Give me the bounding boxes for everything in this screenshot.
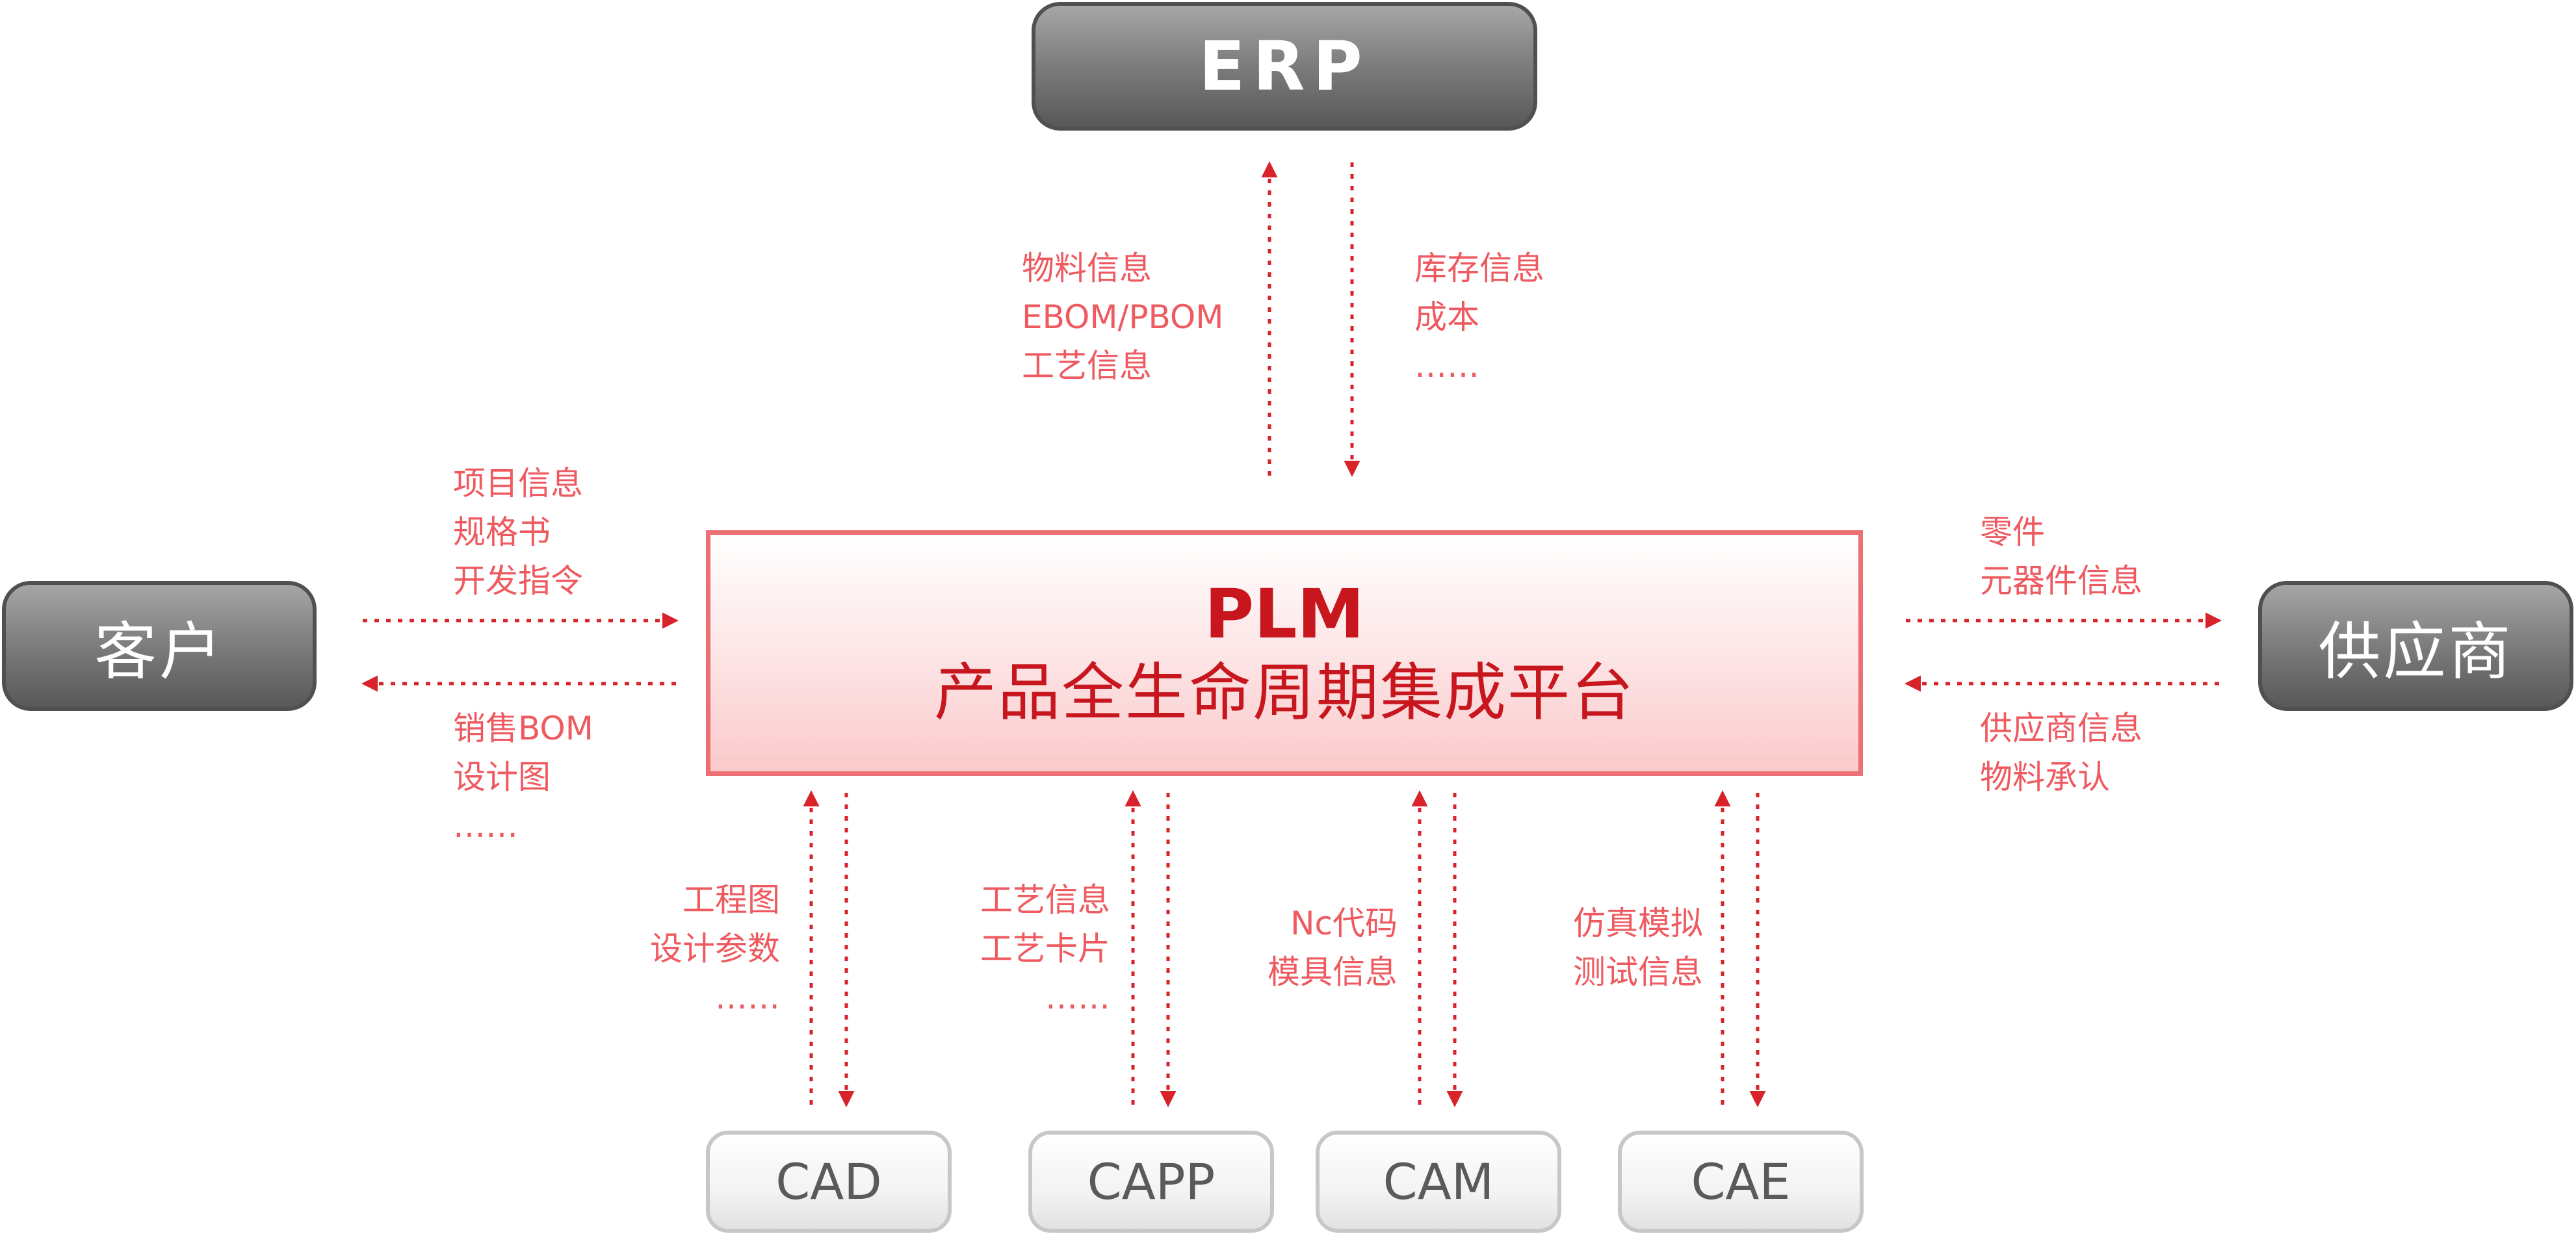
flow-label-line: 项目信息 [453,465,583,502]
plm-platform: PLM 产品全生命周期集成平台 [706,530,1863,776]
plm-title: PLM [1204,574,1364,654]
flow-label-line: 仿真模拟 [1573,905,1703,942]
flow-label-line: 物料信息 [1022,250,1152,287]
cae-label: CAE [1691,1153,1791,1211]
flow-label-to-supplier: 供应商信息 物料承认 [1980,704,2142,802]
supplier-node: 供应商 [2258,581,2573,711]
flow-label-line: …… [715,979,780,1016]
flow-label-line: …… [1414,347,1479,385]
flow-label-line: Nc代码 [1290,905,1398,942]
flow-label-from-erp: 库存信息 成本 …… [1414,244,1544,391]
flow-label-line: 测试信息 [1573,953,1703,991]
flow-label-line: 工艺信息 [1022,347,1152,385]
customer-label: 客户 [94,615,224,688]
cam-node: CAM [1316,1131,1561,1233]
erp-label: ERP [1199,27,1370,106]
flow-label-line: 开发指令 [453,562,583,600]
flow-label-cad: 工程图 设计参数 …… [605,876,780,1022]
flow-label-line: 工程图 [683,881,780,919]
capp-node: CAPP [1028,1131,1274,1233]
flow-label-line: 元器件信息 [1980,562,2142,600]
flow-label-capp: 工艺信息 工艺卡片 …… [930,876,1110,1022]
cam-label: CAM [1383,1153,1494,1211]
flow-label-from-supplier: 零件 元器件信息 [1980,508,2142,606]
customer-node: 客户 [2,581,317,711]
cad-label: CAD [775,1153,882,1211]
erp-node: ERP [1032,2,1537,131]
flow-label-to-customer: 销售BOM 设计图 …… [453,704,593,851]
flow-label-line: 规格书 [453,513,551,551]
flow-label-line: 成本 [1414,298,1479,336]
flow-label-line: 模具信息 [1268,953,1398,991]
cad-node: CAD [706,1131,952,1233]
flow-label-line: 设计图 [453,758,551,796]
flow-label-line: 库存信息 [1414,250,1544,287]
flow-label-to-erp: 物料信息 EBOM/PBOM 工艺信息 [1022,244,1223,391]
flow-label-from-customer: 项目信息 规格书 开发指令 [453,459,583,606]
plm-subtitle: 产品全生命周期集成平台 [934,656,1635,729]
flow-label-line: 工艺信息 [980,881,1110,919]
flow-label-line: 设计参数 [650,930,780,968]
flow-label-line: 销售BOM [453,710,593,747]
supplier-label: 供应商 [2318,615,2514,688]
flow-label-cae: 仿真模拟 测试信息 [1508,899,1703,997]
flow-label-line: 工艺卡片 [980,930,1110,968]
flow-label-line: 物料承认 [1980,758,2110,796]
flow-label-cam: Nc代码 模具信息 [1216,899,1398,997]
capp-label: CAPP [1087,1153,1216,1211]
flow-label-line: 供应商信息 [1980,710,2142,747]
flow-label-line: …… [453,807,518,845]
flow-label-line: EBOM/PBOM [1022,298,1224,336]
cae-node: CAE [1618,1131,1864,1233]
flow-label-line: …… [1045,979,1110,1016]
flow-label-line: 零件 [1980,513,2045,551]
